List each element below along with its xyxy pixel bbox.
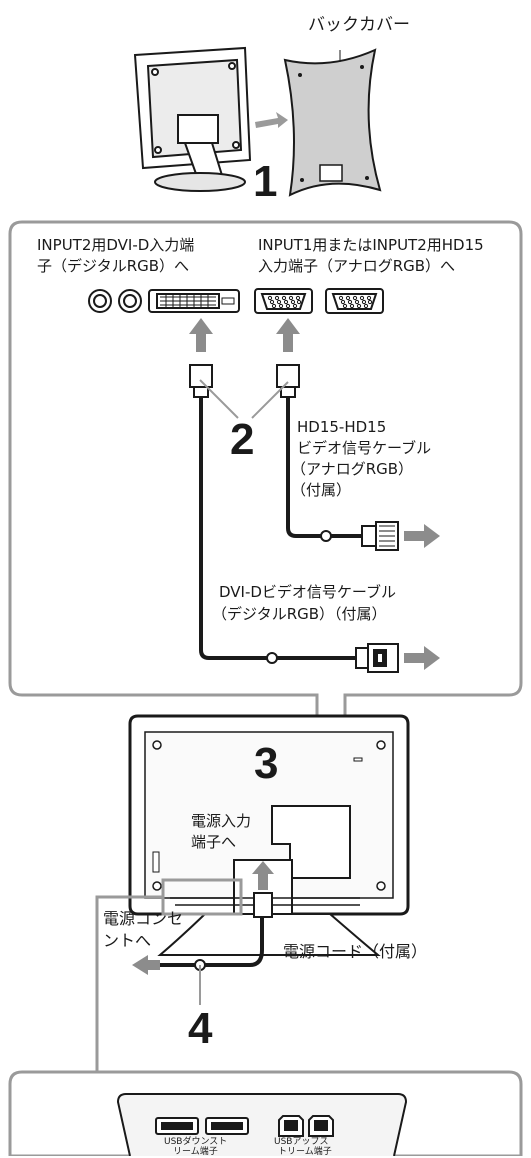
hd15-cable-core — [320, 530, 332, 542]
usb-upstream-label-2: トリーム端子 — [278, 1147, 332, 1157]
dvi-cable — [199, 397, 356, 660]
power-cord-label: 電源コード（付属） — [283, 942, 428, 961]
power-cord — [160, 949, 264, 967]
outlet-arrow — [132, 955, 160, 975]
dvi-out-arrow — [404, 646, 440, 670]
monitor-stand-base — [157, 913, 381, 956]
audio-jacks — [88, 289, 142, 313]
step2-number: 2 — [230, 415, 255, 464]
dvi-cable-core — [266, 652, 278, 664]
hd15-cable-label-2: ビデオ信号ケーブル — [297, 439, 432, 457]
step3-number: 3 — [254, 739, 279, 788]
dvi-input-label-1: INPUT2用DVI-D入力端 — [37, 236, 195, 254]
back-cover — [283, 48, 382, 197]
dvi-cable-head — [189, 364, 213, 398]
usb-downstream-label-2: リーム端子 — [173, 1147, 218, 1157]
usb-downstream-label-1: USBダウンスト — [164, 1137, 228, 1147]
power-input-label-1: 電源入力 — [191, 812, 252, 830]
usb-callout-line — [95, 895, 163, 1072]
hd15-input-label-2: 入力端子（アナログRGB）へ — [258, 257, 456, 275]
usb-upstream-label-1: USBアップス — [274, 1137, 329, 1147]
step2-leaders — [199, 379, 289, 419]
dvi-cable-label-1: DVI-Dビデオ信号ケーブル — [219, 583, 397, 601]
remove-cover-arrow — [255, 112, 288, 128]
dvi-d-port — [148, 289, 240, 313]
outlet-label-1: 電源コンセ — [103, 909, 184, 928]
hd15-plug-end — [361, 521, 399, 551]
back-cover-label: バックカバー — [308, 15, 410, 35]
usb-upstream-ports — [278, 1115, 334, 1137]
power-plug — [253, 892, 273, 950]
usb-panel-outline — [116, 1093, 408, 1156]
hd15-cable — [286, 397, 362, 538]
hd15-cable-label-4: （付属） — [291, 481, 352, 499]
hd15-input-label-1: INPUT1用またはINPUT2用HD15 — [258, 236, 484, 254]
hd15-out-arrow — [404, 524, 440, 548]
step1-number: 1 — [253, 157, 278, 206]
dvi-cable-label-2: （デジタルRGB）（付属） — [212, 605, 387, 623]
hd15-cable-label-1: HD15-HD15 — [297, 418, 387, 436]
power-insert-arrow — [252, 861, 274, 890]
power-input-label-2: 端子へ — [191, 833, 237, 851]
dvi-input-label-2: 子（デジタルRGB）へ — [37, 257, 190, 275]
dvi-plug-end — [355, 643, 399, 673]
hd15-cable-label-3: （アナログRGB） — [291, 460, 414, 478]
monitor-rear-large — [128, 714, 410, 916]
step4-number: 4 — [188, 1004, 213, 1053]
hd15-insert-arrow — [276, 318, 300, 352]
dvi-insert-arrow — [189, 318, 213, 352]
hd15-port-2 — [325, 288, 384, 314]
usb-downstream-ports — [155, 1117, 249, 1135]
outlet-label-2: ントへ — [103, 931, 152, 950]
monitor-rear-small — [133, 46, 252, 192]
hd15-port-1 — [254, 288, 313, 314]
hd15-cable-head — [276, 364, 300, 398]
